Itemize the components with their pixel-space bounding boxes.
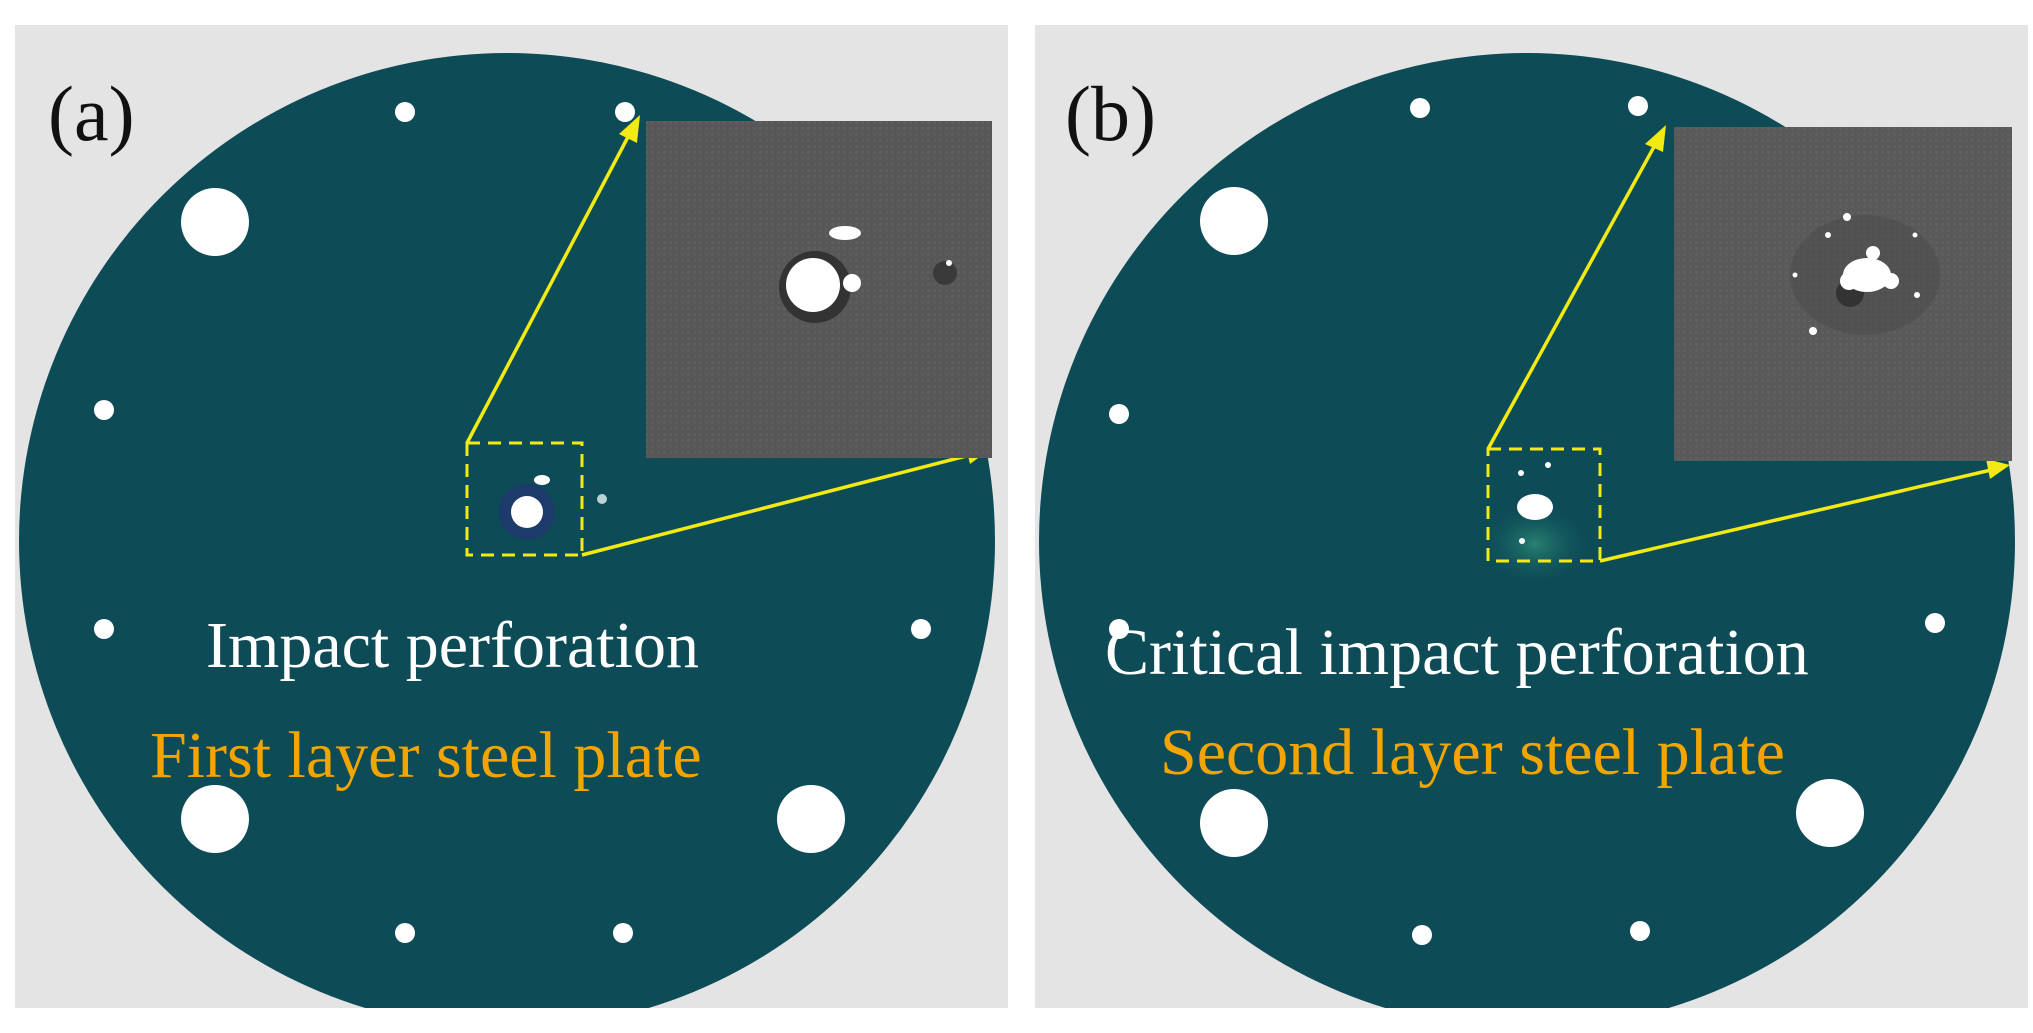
panel-b-bolt-holes — [1109, 96, 1945, 945]
panel-a-perforation — [499, 475, 607, 540]
panel-a-image — [15, 25, 1008, 1008]
panel-b: (b) Critical impact perforation Second l… — [1035, 25, 2028, 1008]
panel-a-dashed-box — [465, 441, 584, 557]
panel-b-arrows — [1486, 125, 2010, 563]
panel-a-letter: (a) — [48, 70, 135, 157]
panel-b-inset — [1674, 127, 2012, 461]
panel-b-image — [1035, 25, 2028, 1008]
panel-a-caption-orange: First layer steel plate — [150, 719, 702, 792]
panel-b-perforation — [1475, 462, 1595, 580]
panel-b-letter: (b) — [1065, 70, 1156, 157]
panel-a-inset — [646, 121, 992, 458]
panel-a-bolt-holes — [94, 102, 931, 943]
panel-a: (a) Impact perforation First layer steel… — [15, 25, 1008, 1008]
panel-b-caption-white: Critical impact perforation — [1105, 616, 1809, 689]
panel-b-caption-orange: Second layer steel plate — [1160, 716, 1785, 789]
panel-a-caption-white: Impact perforation — [206, 609, 699, 682]
panel-b-dashed-box — [1486, 447, 1602, 563]
